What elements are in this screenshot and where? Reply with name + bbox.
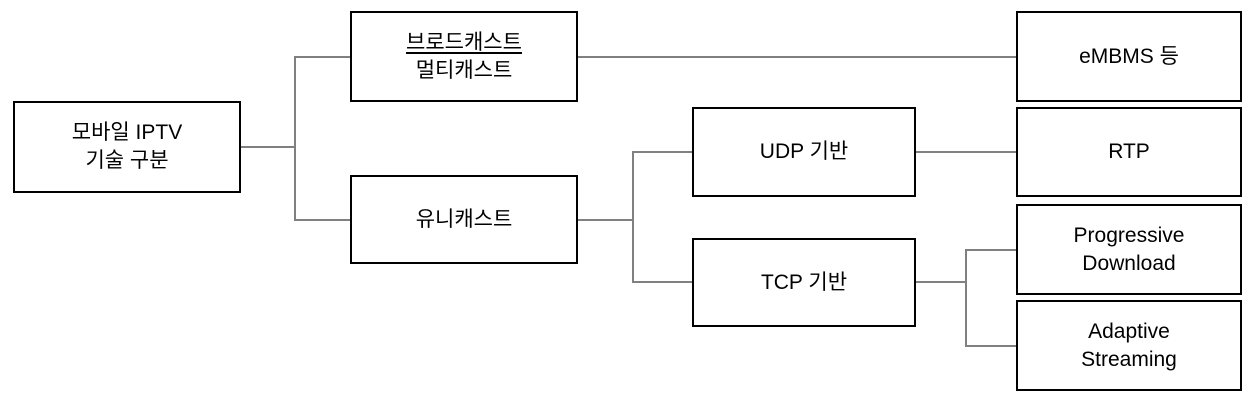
node-label-line: 기술 구분 bbox=[85, 149, 169, 172]
node-embms: eMBMS 등 bbox=[1016, 11, 1242, 102]
node-unicast: 유니캐스트 bbox=[350, 175, 578, 264]
node-label-line: Progressive bbox=[1073, 223, 1185, 247]
connector-udp-to-rtp bbox=[914, 151, 1018, 153]
connector-tcp-branch-vertical bbox=[965, 249, 967, 347]
node-label-line: TCP 기반 bbox=[760, 270, 848, 294]
node-label-line: 모바일 IPTV bbox=[71, 121, 183, 145]
connector-to-broadcast bbox=[294, 56, 352, 58]
connector-to-unicast bbox=[294, 219, 352, 221]
connector-to-udp bbox=[632, 151, 694, 153]
node-adaptive-streaming: Adaptive Streaming bbox=[1016, 300, 1242, 391]
node-label-line: eMBMS 등 bbox=[1079, 44, 1179, 68]
node-label-line: RTP bbox=[1108, 140, 1150, 164]
connector-to-tcp bbox=[632, 281, 694, 283]
node-label-line: Adaptive bbox=[1088, 319, 1170, 343]
node-rtp: RTP bbox=[1016, 107, 1242, 197]
connector-broadcast-to-embms bbox=[576, 56, 1018, 58]
connector-tcp-stub bbox=[914, 281, 967, 283]
connector-unicast-branch-vertical bbox=[632, 151, 634, 283]
node-label-line: UDP 기반 bbox=[759, 140, 849, 164]
node-mobile-iptv-tech-classification: 모바일 IPTV 기술 구분 bbox=[13, 101, 241, 193]
node-broadcast-multicast: 브로드캐스트 멀티캐스트 bbox=[350, 11, 578, 102]
node-label-line: 브로드캐스트 bbox=[406, 30, 522, 54]
connector-unicast-stub bbox=[576, 219, 634, 221]
connector-to-progressive-download bbox=[965, 249, 1018, 251]
node-label-line: 멀티캐스트 bbox=[415, 58, 513, 82]
connector-root-stub bbox=[240, 146, 296, 148]
node-tcp-based: TCP 기반 bbox=[692, 238, 916, 327]
node-label-line: Download bbox=[1082, 251, 1176, 275]
connector-root-branch-vertical bbox=[294, 56, 296, 221]
node-label-line: 유니캐스트 bbox=[415, 207, 513, 231]
node-udp-based: UDP 기반 bbox=[692, 107, 916, 197]
node-progressive-download: Progressive Download bbox=[1016, 204, 1242, 295]
node-label-line: Streaming bbox=[1081, 347, 1177, 371]
connector-to-adaptive-streaming bbox=[965, 345, 1018, 347]
